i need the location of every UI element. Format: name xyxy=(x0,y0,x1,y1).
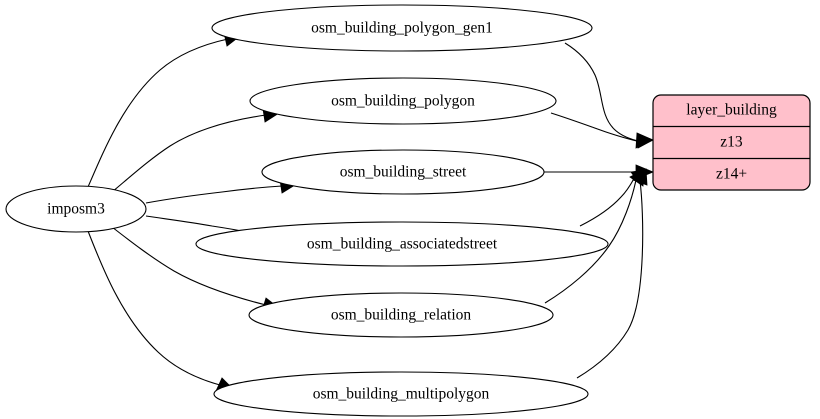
node-layer-building[interactable]: layer_building z13 z14+ xyxy=(652,94,811,191)
node-osm-building-polygon-label: osm_building_polygon xyxy=(331,93,475,110)
layer-building-row-z13-label: z13 xyxy=(720,134,743,151)
node-osm-building-polygon[interactable]: osm_building_polygon xyxy=(249,77,557,125)
node-imposm3[interactable]: imposm3 xyxy=(5,185,147,233)
edge-imposm3-to-osm-building-polygon xyxy=(111,108,280,193)
edge-imposm3-to-osm-building-multipolygon xyxy=(87,230,234,392)
node-osm-building-relation-label: osm_building_relation xyxy=(331,307,472,324)
node-imposm3-label: imposm3 xyxy=(47,201,105,218)
edge-osm-building-polygon-to-layer-building-z13 xyxy=(550,112,654,149)
node-osm-building-multipolygon-label: osm_building_multipolygon xyxy=(313,386,490,403)
layer-building-title-label: layer_building xyxy=(686,102,777,119)
edge-group-tables-to-layer xyxy=(544,42,655,379)
node-osm-building-associatedstreet[interactable]: osm_building_associatedstreet xyxy=(195,221,609,267)
edge-imposm3-to-osm-building-polygon-gen1 xyxy=(87,32,241,188)
layer-building-box xyxy=(652,94,811,191)
node-osm-building-multipolygon[interactable]: osm_building_multipolygon xyxy=(213,371,589,417)
node-osm-building-polygon-gen1-label: osm_building_polygon_gen1 xyxy=(311,20,493,37)
node-osm-building-street[interactable]: osm_building_street xyxy=(261,149,545,195)
node-osm-building-street-label: osm_building_street xyxy=(340,164,467,181)
layer-building-row-z14-label: z14+ xyxy=(716,166,747,183)
node-osm-building-relation[interactable]: osm_building_relation xyxy=(248,292,554,338)
edge-osm-building-multipolygon-to-layer-building-z14 xyxy=(576,168,648,379)
edge-osm-building-polygon-gen1-to-layer-building-z13 xyxy=(564,42,654,149)
node-osm-building-polygon-gen1[interactable]: osm_building_polygon_gen1 xyxy=(211,4,593,52)
edge-imposm3-to-osm-building-street xyxy=(145,179,296,204)
node-osm-building-associatedstreet-label: osm_building_associatedstreet xyxy=(307,236,498,253)
